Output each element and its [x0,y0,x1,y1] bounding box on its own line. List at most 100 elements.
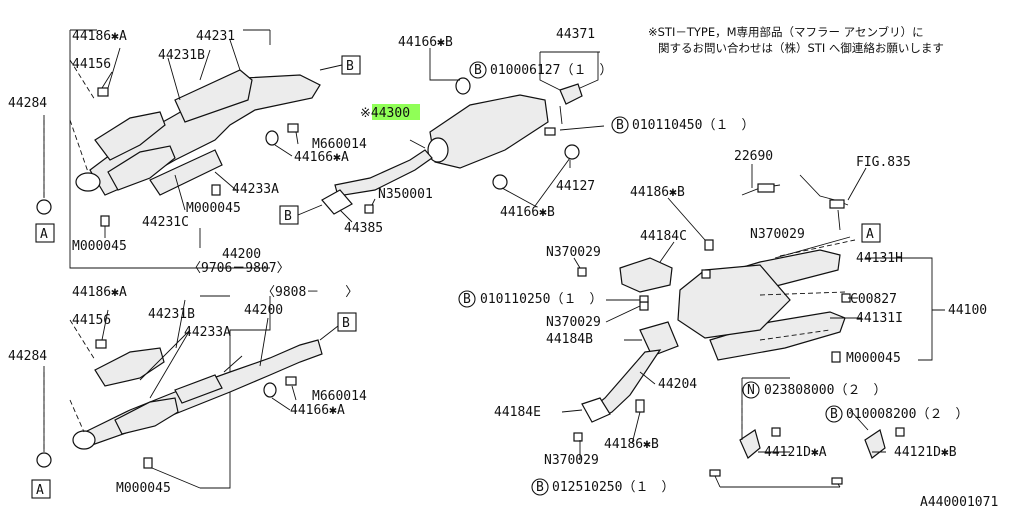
ref-box-b-bot[interactable] [337,312,357,332]
circle-b-012510250-label: B [536,480,544,495]
hanger-44166a-bot[interactable] [263,382,277,398]
catalytic-converter-bot-2[interactable] [114,397,179,435]
hanger-44166b-mid-1[interactable] [492,174,508,190]
bolt-010110250[interactable] [639,295,649,303]
label-c00827: C00827 [850,292,897,307]
heat-shield-44233a-bot[interactable] [174,374,223,404]
nut-n350001[interactable] [364,204,374,214]
bolt-44186b-right[interactable] [704,239,714,251]
group-bottom-left [36,295,323,489]
flange-top-left [75,172,101,192]
heat-shield-44231b-top[interactable] [174,69,253,123]
label-010110450: 010110450（１ ） [632,118,754,133]
label-range-bot: 〈9808－ 〉 [262,285,358,300]
nut-n370029-c[interactable] [639,301,649,311]
circle-b-010008200-label: B [830,407,838,422]
hanger-44166b-top[interactable] [455,77,471,95]
bolt-m660014-bot[interactable] [285,376,297,386]
label-44186a-top: 44186✱A [72,29,127,44]
bolt-012510250-b[interactable] [831,477,843,485]
circle-b-010110250 [458,290,476,308]
ref-box-a-left-top[interactable] [35,223,55,243]
label-44166a-bot: 44166✱A [290,403,345,418]
sti-note-line1: ※STI－TYPE，M専用部品（マフラー アセンブリ）に [648,25,924,39]
circle-b-010110450 [611,116,629,134]
label-44300[interactable]: ※44300 [360,106,410,121]
tail-pipe[interactable] [334,149,433,197]
label-m000045-left: M000045 [72,239,127,254]
circle-n-023808000 [742,381,760,399]
circle-b-010110250-label: B [463,292,471,307]
nut-n370029-a[interactable] [577,267,587,277]
label-fig835[interactable]: FIG.835 [856,155,911,170]
bolt-m000045-top-left[interactable] [100,215,110,227]
hanger-44166a-top[interactable] [265,130,279,146]
label-44156-bot: 44156 [72,313,111,328]
nut-n370029-d[interactable] [573,432,583,442]
label-44233a-top: 44233A [232,182,279,197]
gasket-44284-top[interactable] [36,199,52,215]
label-44204: 44204 [658,377,697,392]
sensor-fig835[interactable] [829,199,845,209]
label-m000045-bot: M000045 [116,481,171,496]
label-44284-bot: 44284 [8,349,47,364]
manifold-body[interactable] [677,264,791,339]
bolt-m660014-top[interactable] [287,123,299,133]
hanger-44166b-mid-2[interactable] [564,144,580,160]
label-012510250: 012510250（１ ） [552,480,674,495]
circle-b-010006127-label: B [474,63,482,78]
bolt-m000045-top-mid[interactable] [211,184,221,196]
circle-b-010008200 [825,405,843,423]
bolt-44186b-low[interactable] [635,399,645,413]
ref-box-a-left-bot[interactable] [31,479,51,499]
converter-44184b[interactable] [639,321,679,357]
muffler-valve-44371[interactable] [559,83,583,105]
label-n350001: N350001 [378,187,433,202]
flange-44385[interactable] [321,189,353,215]
bolt-44156-top[interactable] [97,87,109,97]
label-44231b-top: 44231B [158,48,205,63]
exhaust-manifold-44131i[interactable] [709,311,846,361]
bracket-44121db[interactable] [864,429,886,459]
circle-b-010006127 [469,61,487,79]
bolt-010110450[interactable] [544,127,556,136]
bolt-m000045-bot[interactable] [143,457,153,469]
ref-box-a-right[interactable] [861,223,881,243]
label-44131i: 44131I [856,311,903,326]
circle-b-012510250 [531,478,549,496]
label-44166b-mid: 44166✱B [500,205,555,220]
label-023808000: 023808000（２ ） [764,383,886,398]
label-44186a-bot: 44186✱A [72,285,127,300]
sensor-22690[interactable] [757,183,775,193]
bolt-44156-bot[interactable] [95,339,107,349]
label-44131h: 44131H [856,251,903,266]
bolt-012510250-a[interactable] [709,469,721,477]
label-44166b-top: 44166✱B [398,35,453,50]
label-m000045-right: M000045 [846,351,901,366]
nut-023808000[interactable] [771,427,781,437]
label-010006127: 010006127（１ ） [490,63,612,78]
bolt-m000045-right[interactable] [831,351,841,363]
bracket-44121da[interactable] [739,429,761,459]
flange-44184c[interactable] [619,257,673,293]
label-n370029-c: N370029 [546,315,601,330]
bolt-010008200[interactable] [895,427,905,437]
highlight-44300 [372,104,420,120]
flange-44184e[interactable] [581,397,611,423]
heat-shield-44233a-top[interactable] [149,149,223,196]
catalytic-converter-top-2[interactable] [107,145,176,191]
label-44200-top: 44200 [222,247,261,262]
muffler-44300[interactable] [429,94,549,169]
ref-box-a-left-bot-label: A [36,483,44,498]
nut-n370029-b[interactable] [701,269,711,279]
label-44284-top: 44284 [8,96,47,111]
label-m660014-top: M660014 [312,137,367,152]
catalytic-converter-bot-1[interactable] [94,347,165,387]
label-44156-top: 44156 [72,57,111,72]
label-44385: 44385 [344,221,383,236]
ref-box-b-mid-label: B [284,209,292,224]
group-top-left [36,29,321,269]
label-44184e: 44184E [494,405,541,420]
gasket-44284-bot[interactable] [36,452,52,468]
catalytic-converter-top-1[interactable] [94,111,166,161]
